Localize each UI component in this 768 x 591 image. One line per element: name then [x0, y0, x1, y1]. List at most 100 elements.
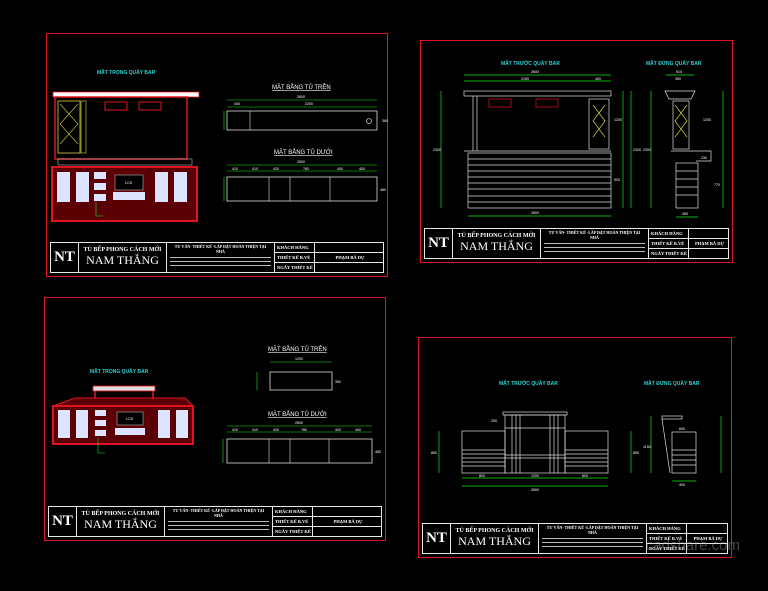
- designer-name: PHẠM BÁ DỰ: [687, 534, 727, 544]
- tagline: TỦ BẾP PHONG CÁCH MỚI: [457, 233, 536, 239]
- dim-text: 400: [679, 483, 685, 487]
- dim-text: 350: [335, 380, 341, 384]
- sheet-1-drawing: MẶT TRONG QUẦY BAR LCD MẶT BẰNG TỦ TRÊN …: [51, 69, 388, 222]
- bar-elevation: LCD: [51, 91, 200, 222]
- dim-text: 400: [337, 167, 343, 171]
- dim-text: 2600: [297, 95, 305, 99]
- company-name: NAM THẮNG: [460, 239, 533, 253]
- plan-lower: MẶT BẰNG TỦ DƯỚI 2600 410 410 420 780 40…: [222, 410, 381, 464]
- field-drawer: THIẾT KẾ B.VẼ: [273, 517, 312, 527]
- sheet-3-drawing: MẶT TRONG QUẦY BAR LCD MẶT BẰNG TỦ TRÊN …: [52, 345, 381, 464]
- dim-text: 400: [359, 167, 365, 171]
- dim-text: 410: [252, 428, 258, 432]
- dim-text: 420: [273, 167, 279, 171]
- dim-text: 2300: [433, 148, 441, 152]
- plan-lower-title: MẶT BẰNG TỦ DƯỚI: [274, 148, 333, 156]
- tv-label: LCD: [126, 417, 134, 421]
- dim-text: 600: [679, 427, 685, 431]
- bar-front-elevation: 2600 2150 400 2300 2300 1200 900 2600: [433, 70, 641, 217]
- field-customer: KHÁCH HÀNG: [273, 507, 312, 517]
- field-date: NGÀY THIẾT KẾ: [649, 546, 685, 551]
- plan-lower-title: MẶT BẰNG TỦ DƯỚI: [268, 410, 327, 418]
- dim-text: 400: [355, 428, 361, 432]
- company-name: NAM THẮNG: [458, 534, 531, 548]
- dim-text: 480: [380, 188, 386, 192]
- dim-text: 250: [491, 419, 497, 423]
- field-drawer: THIẾT KẾ B.VẼ: [649, 239, 688, 249]
- dim-text: 400: [335, 428, 341, 432]
- dim-text: 770: [714, 183, 720, 187]
- plan-lower: MẶT BẰNG TỦ DƯỚI 2600 410 410 420 780 40…: [223, 148, 386, 202]
- dim-text: 420: [273, 428, 279, 432]
- company-name: NAM THẮNG: [84, 517, 157, 531]
- dim-text: 360: [382, 119, 388, 123]
- view-title: MẶT ĐỨNG QUẦY BAR: [646, 60, 702, 67]
- view-title: MẶT TRONG QUẦY BAR: [97, 69, 156, 76]
- field-customer: KHÁCH HÀNG: [275, 243, 314, 253]
- dim-text: 410: [232, 428, 238, 432]
- dim-text: 1200: [703, 118, 711, 122]
- dim-text: 900: [614, 178, 620, 182]
- dim-text: 1200: [295, 357, 303, 361]
- services: TƯ VẤN- THIẾT KẾ -LẮP ĐẶT HOÀN THIỆN TẠI…: [546, 525, 639, 535]
- field-date: NGÀY THIẾT KẾ: [651, 251, 687, 256]
- dim-text: 400: [234, 102, 240, 106]
- tagline: TỦ BẾP PHONG CÁCH MỚI: [455, 528, 534, 534]
- services: TƯ VẤN- THIẾT KẾ -LẮP ĐẶT HOÀN THIỆN TẠI…: [172, 508, 265, 518]
- dim-text: 410: [232, 167, 238, 171]
- dim-text: 230: [701, 156, 707, 160]
- dim-text: 2300: [643, 148, 651, 152]
- company-logo: NT: [423, 524, 451, 553]
- field-drawer: THIẾT KẾ B.VẼ: [647, 534, 686, 544]
- plan-upper: MẶT BẰNG TỦ TRÊN 1200 350: [256, 345, 341, 391]
- bar-front-elevation: [438, 411, 632, 487]
- dim-text: 1200: [531, 474, 539, 478]
- watermark: cadshare.com: [645, 537, 740, 554]
- view-title: MẶT TRONG QUẦY BAR: [90, 368, 149, 375]
- dim-text: 400: [595, 77, 601, 81]
- field-customer: KHÁCH HÀNG: [647, 524, 686, 534]
- dim-text: 2200: [305, 102, 313, 106]
- dim-text: 2150: [521, 77, 529, 81]
- dim-text: 350: [675, 77, 681, 81]
- bar-side-elevation: [650, 415, 722, 482]
- drawing-sheet-2: MẶT TRƯỚC QUẦY BAR MẶT ĐỨNG QUẦY BAR 260…: [420, 40, 733, 263]
- company-logo: NT: [49, 507, 77, 536]
- dim-text: 2600: [531, 70, 539, 74]
- tagline: TỦ BẾP PHONG CÁCH MỚI: [81, 511, 160, 517]
- sheet-2-drawing: MẶT TRƯỚC QUẦY BAR MẶT ĐỨNG QUẦY BAR 260…: [433, 59, 724, 218]
- drawing-sheet-1: MẶT TRONG QUẦY BAR LCD MẶT BẰNG TỦ TRÊN …: [46, 33, 388, 277]
- view-title: MẶT ĐỨNG QUẦY BAR: [644, 380, 700, 387]
- plan-upper-title: MẶT BẰNG TỦ TRÊN: [268, 345, 327, 353]
- drawing-sheet-4: MẶT TRƯỚC QUẦY BAR MẶT ĐỨNG QUẦY BAR 800…: [418, 337, 732, 558]
- designer-name: PHẠM BÁ DỰ: [315, 253, 383, 263]
- dim-text: 2600: [295, 421, 303, 425]
- field-date: NGÀY THIẾT KẾ: [277, 265, 313, 270]
- dim-text: 2600: [297, 160, 305, 164]
- services: TƯ VẤN- THIẾT KẾ -LẮP ĐẶT HOÀN THIỆN TẠI…: [548, 230, 641, 240]
- dim-text: 410: [252, 167, 258, 171]
- designer-name: PHẠM BÁ DỰ: [689, 239, 728, 249]
- company-logo: NT: [425, 229, 453, 258]
- dim-text: 2300: [633, 148, 641, 152]
- view-title: MẶT TRƯỚC QUẦY BAR: [501, 59, 560, 67]
- field-drawer: THIẾT KẾ B.VẼ: [275, 253, 314, 263]
- dim-text: 450: [682, 212, 688, 216]
- dim-text: 850: [633, 451, 639, 455]
- dim-text: 850: [431, 451, 437, 455]
- field-date: NGÀY THIẾT KẾ: [275, 529, 311, 534]
- dim-text: 800: [582, 474, 588, 478]
- field-customer: KHÁCH HÀNG: [649, 229, 688, 239]
- dim-text: 1200: [614, 118, 622, 122]
- dim-text: 480: [375, 450, 381, 454]
- bar-elevation: LCD: [52, 385, 195, 454]
- designer-name: PHẠM BÁ DỰ: [313, 517, 381, 527]
- sheet-4-drawing: MẶT TRƯỚC QUẦY BAR MẶT ĐỨNG QUẦY BAR 800…: [431, 379, 722, 492]
- dim-text: 510: [676, 70, 682, 74]
- company-name: NAM THẮNG: [86, 253, 159, 267]
- dim-text: 800: [479, 474, 485, 478]
